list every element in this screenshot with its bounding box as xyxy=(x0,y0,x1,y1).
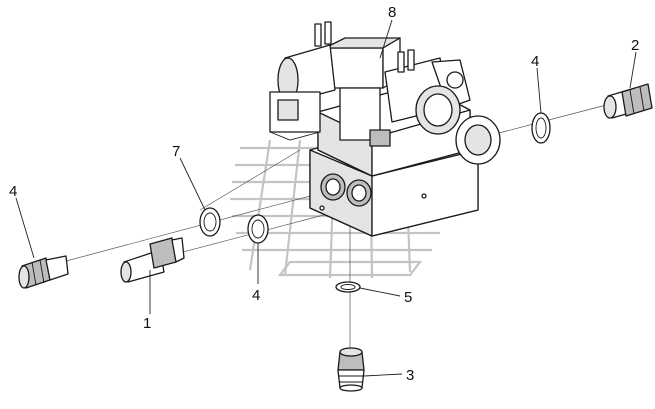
valve-block-assembly xyxy=(269,21,501,237)
o-ring-bottom xyxy=(335,281,361,293)
callout-1: 1 xyxy=(143,315,151,332)
hex-plug xyxy=(369,129,391,147)
callout-4-middle: 4 xyxy=(252,287,260,304)
solenoid-right xyxy=(384,49,501,165)
washer-7 xyxy=(199,207,221,237)
callout-3: 3 xyxy=(406,367,414,384)
callout-labels: 8 2 4 7 4 1 4 5 3 xyxy=(9,4,639,384)
callout-8: 8 xyxy=(388,4,396,21)
callout-5: 5 xyxy=(404,289,412,306)
hose-nipple xyxy=(120,237,185,283)
fitting-bottom xyxy=(337,347,365,392)
callout-4-right: 4 xyxy=(531,53,539,70)
callout-4-left: 4 xyxy=(9,183,17,200)
fitting-left xyxy=(18,255,69,289)
o-ring-right xyxy=(531,112,551,144)
o-ring-middle xyxy=(247,214,269,244)
callout-2: 2 xyxy=(631,37,639,54)
fitting-right xyxy=(603,83,653,119)
callout-7: 7 xyxy=(172,143,180,160)
leader-lines xyxy=(15,19,637,377)
solenoid-left xyxy=(269,21,336,141)
